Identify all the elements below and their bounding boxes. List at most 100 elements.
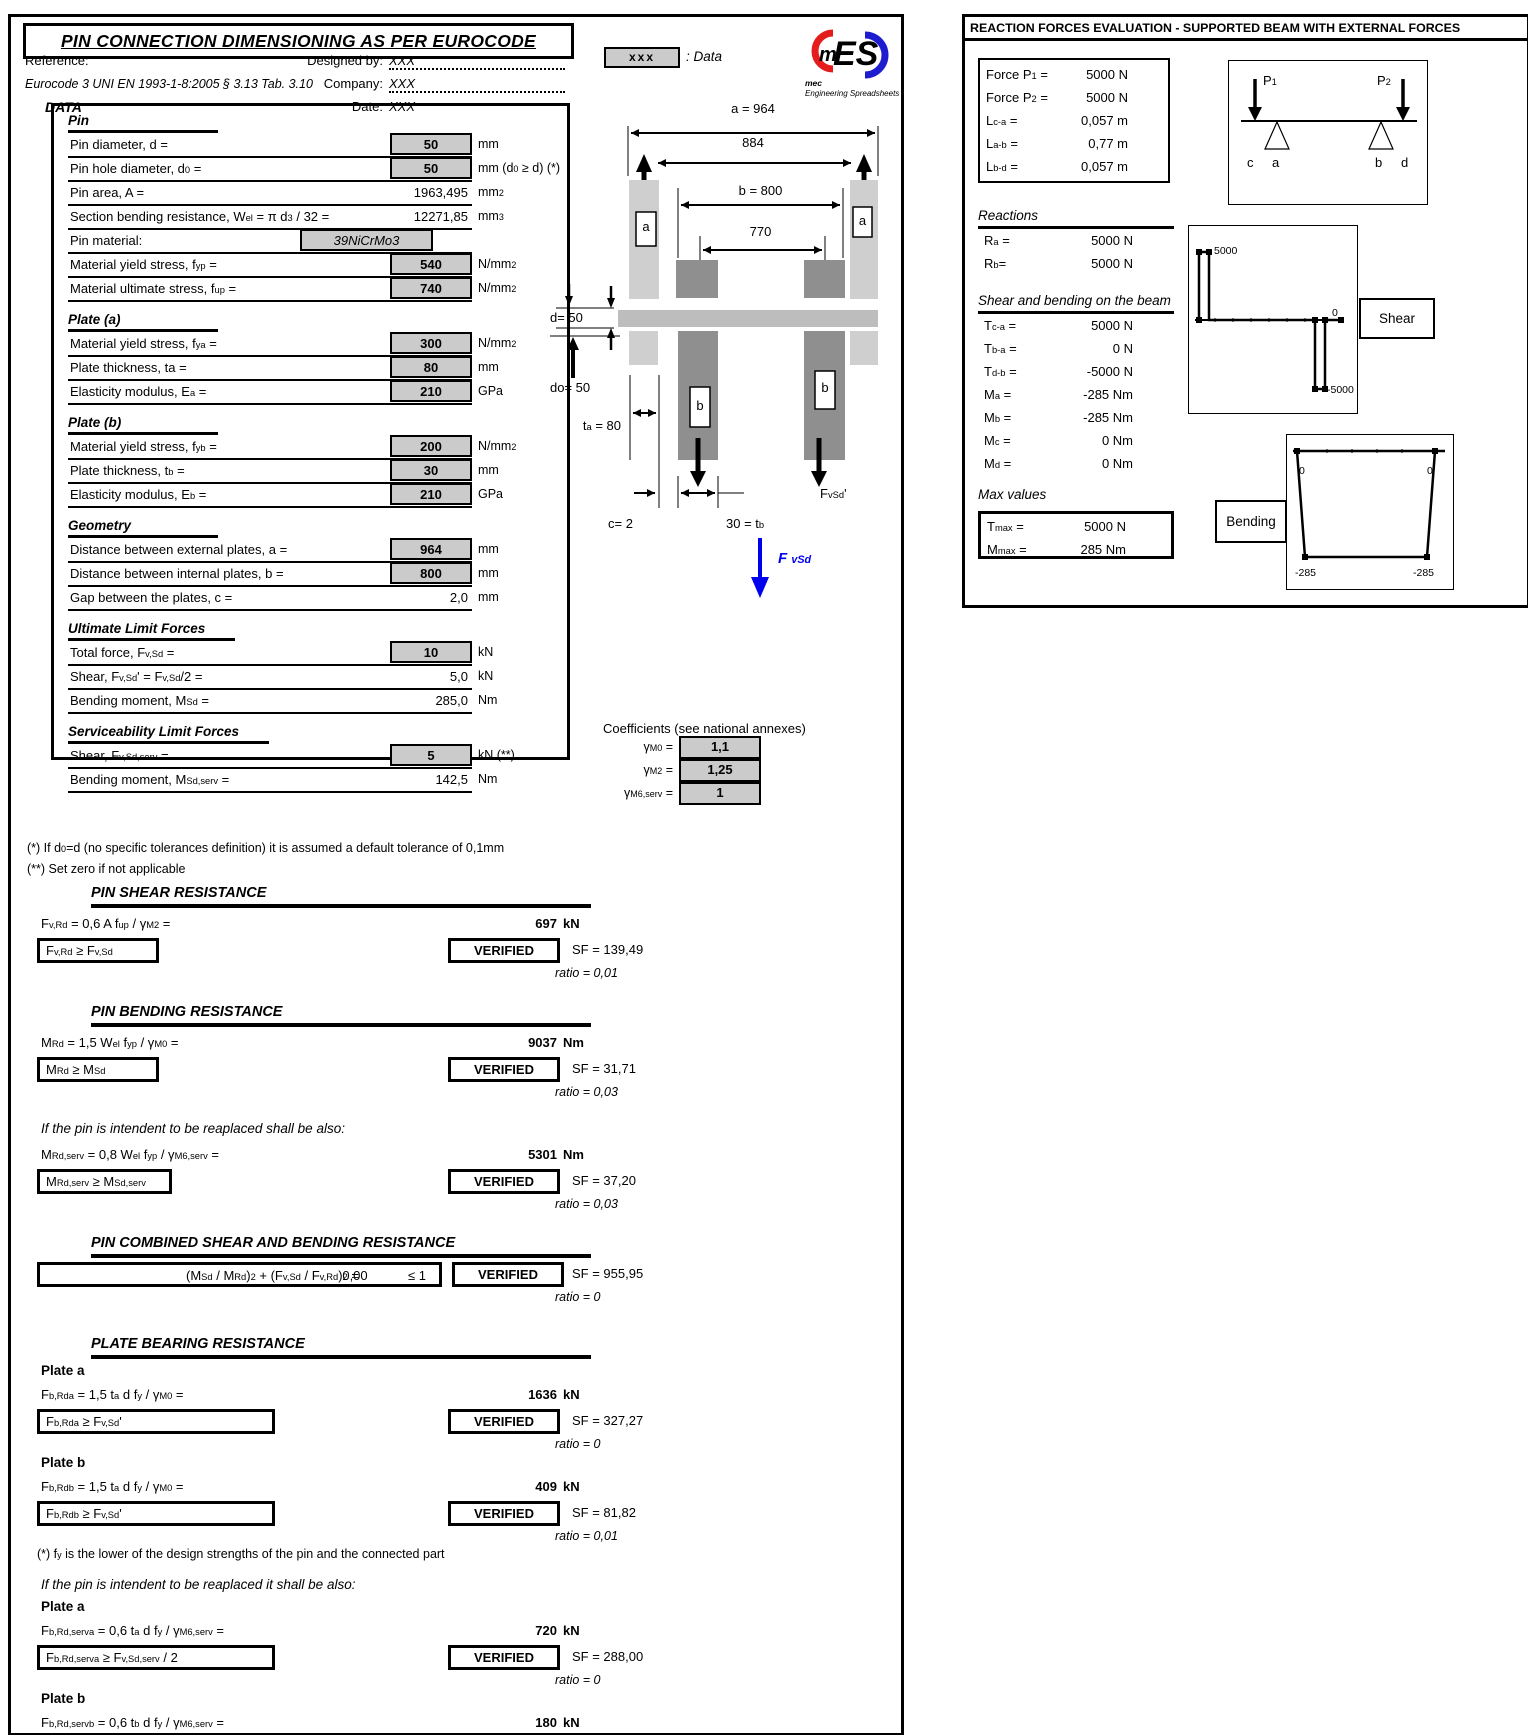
value-row-label: Tb-a = xyxy=(984,341,1017,356)
coefficient-row-2: γM6,serv = 1 xyxy=(563,782,843,805)
formula-result: 697 xyxy=(535,916,557,931)
input-cell[interactable]: 964 xyxy=(390,538,472,560)
value-row-label: Mb = xyxy=(984,410,1012,425)
input-cell[interactable]: 740 xyxy=(390,277,472,299)
combined-formula: (MSd / MRd)2 + (Fv,Sd / Fv,Rd)2 = xyxy=(186,1268,359,1283)
header-field-value[interactable]: XXX xyxy=(389,53,565,70)
value-row: Mmax =285 Nm xyxy=(981,539,1171,562)
formula-row: Fb,Rd,servb = 0,6 tb d fy / γM6,serv =18… xyxy=(41,1711,677,1735)
verified-badge: VERIFIED xyxy=(448,1169,560,1194)
sheet-title-box: PIN CONNECTION DIMENSIONING AS PER EUROC… xyxy=(23,23,574,59)
section-title: Ultimate Limit Forces xyxy=(68,621,236,641)
pin-hole-diameter-label: do= 50 xyxy=(550,380,591,395)
formula-unit: Nm xyxy=(563,1035,584,1050)
value-row-value: 5000 N xyxy=(1084,519,1126,534)
input-cell[interactable]: 210 xyxy=(390,380,472,402)
coefficient-input-cell[interactable]: 1 xyxy=(679,782,761,805)
note-line: If the pin is intendent to be reaplaced … xyxy=(41,1121,345,1136)
input-cell[interactable]: 300 xyxy=(390,332,472,354)
computed-cell: 285,0 xyxy=(435,693,468,708)
formula-label: Fb,Rd,serva = 0,6 ta d fy / γM6,serv = xyxy=(41,1623,225,1638)
input-cell[interactable]: 30 xyxy=(390,459,472,481)
row-label: Pin area, A = xyxy=(70,185,145,200)
value-row: Ra =5000 N xyxy=(978,230,1188,253)
value-row-value: 5000 N xyxy=(1086,90,1128,105)
header-field-label: Designed by: xyxy=(307,53,383,68)
formula-unit: kN xyxy=(563,1387,580,1402)
coefficient-input-cell[interactable]: 1,25 xyxy=(679,759,761,782)
value-row: Rb=5000 N xyxy=(978,253,1188,276)
reactions-heading: Reactions xyxy=(978,208,1174,229)
sheet-footnote-1: (**) Set zero if not applicable xyxy=(27,862,186,876)
check-heading: PIN COMBINED SHEAR AND BENDING RESISTANC… xyxy=(91,1235,591,1258)
criterion-box: MRd,serv ≥ MSd,serv xyxy=(37,1169,172,1194)
ratio-value: ratio = 0 xyxy=(555,1673,601,1687)
bending-tag: Bending xyxy=(1215,500,1287,543)
data-row: Pin material:39NiCrMo3 xyxy=(68,229,472,254)
value-row-label: Td-b = xyxy=(984,364,1017,379)
row-label: Distance between external plates, a = xyxy=(70,542,288,557)
value-row: La-b =0,77 m xyxy=(980,133,1168,156)
legend-input-swatch: xxx xyxy=(604,47,680,68)
safety-factor: SF = 81,82 xyxy=(572,1505,636,1520)
pin-diameter-label: d= 50 xyxy=(550,310,583,325)
input-cell[interactable]: 540 xyxy=(390,253,472,275)
unit-label: GPa xyxy=(478,487,504,501)
formula-unit: Nm xyxy=(563,1147,584,1162)
header-field-value[interactable]: XXX xyxy=(389,99,416,114)
logo-line1: mec xyxy=(805,78,822,88)
bending-zero-right: 0 xyxy=(1427,465,1433,477)
value-row-value: 0 N xyxy=(1112,341,1133,356)
coefficient-label: γM6,serv = xyxy=(623,786,673,800)
safety-factor: SF = 31,71 xyxy=(572,1061,636,1076)
data-row: Section bending resistance, Wel = π d3 /… xyxy=(68,206,504,230)
unit-label: kN xyxy=(478,645,494,659)
unit-label: kN (**) xyxy=(478,748,515,762)
row-label: Pin diameter, d = xyxy=(70,137,168,152)
applied-force-label: F vSd xyxy=(778,550,812,567)
check-heading: PIN SHEAR RESISTANCE xyxy=(91,885,591,908)
input-cell[interactable]: 800 xyxy=(390,562,472,584)
input-cell[interactable]: 50 xyxy=(390,157,472,179)
row-label: Section bending resistance, Wel = π d3 /… xyxy=(70,209,330,224)
unit-label: mm (d0 ≥ d) (*) xyxy=(478,161,561,175)
coefficient-input-cell[interactable]: 1,1 xyxy=(679,736,761,759)
input-cell[interactable]: 39NiCrMo3 xyxy=(300,229,433,251)
input-cell[interactable]: 210 xyxy=(390,483,472,505)
unit-label: kN xyxy=(478,669,494,683)
input-cell[interactable]: 50 xyxy=(390,133,472,155)
input-cell[interactable]: 200 xyxy=(390,435,472,457)
verified-badge: VERIFIED xyxy=(448,1057,560,1082)
value-row: Force P2 =5000 N xyxy=(980,87,1168,110)
header-field-1: Company:XXX xyxy=(241,76,565,96)
input-cell[interactable]: 10 xyxy=(390,641,472,663)
value-row-label: Mc = xyxy=(984,433,1011,448)
criterion-box: Fb,Rdb ≥ Fv,Sd' xyxy=(37,1501,275,1526)
plate-line: Plate a xyxy=(41,1363,85,1378)
input-cell[interactable]: 5 xyxy=(390,744,472,766)
input-cell[interactable]: 80 xyxy=(390,356,472,378)
note-line: If the pin is intendent to be reaplaced … xyxy=(41,1577,356,1592)
check-heading: PIN BENDING RESISTANCE xyxy=(91,1004,591,1027)
data-row: Distance between internal plates, b =800… xyxy=(68,562,499,587)
header-field-value[interactable]: XXX xyxy=(389,76,565,93)
row-label: Plate thickness, tb = xyxy=(70,463,185,478)
bending-left-value: -285 xyxy=(1295,567,1317,579)
computed-cell: 2,0 xyxy=(449,590,468,605)
value-row-label: Md = xyxy=(984,456,1012,471)
value-row: Mb =-285 Nm xyxy=(978,407,1188,430)
reaction-panel-title: REACTION FORCES EVALUATION - SUPPORTED B… xyxy=(965,17,1527,41)
pin-connection-diagram: a = 964 884 b = 800 770 a a b b d= 50 do… xyxy=(548,88,908,648)
c-dim-label: c= 2 xyxy=(608,516,633,531)
